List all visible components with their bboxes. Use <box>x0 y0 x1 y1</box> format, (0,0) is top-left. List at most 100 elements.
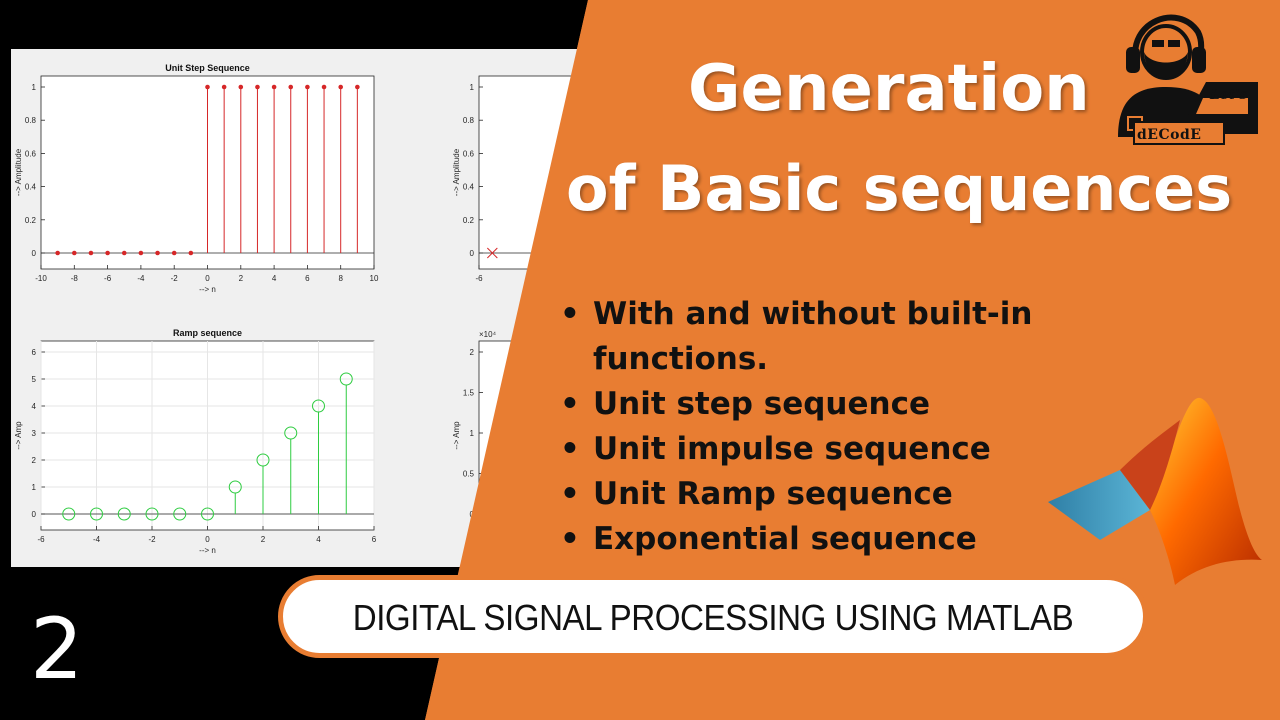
stem-marker <box>221 84 227 90</box>
stem-marker <box>121 250 127 256</box>
stem-marker <box>271 84 277 90</box>
y-tick-label: 4 <box>32 402 37 411</box>
y-tick-label: 0.2 <box>463 216 475 225</box>
stem-marker <box>288 84 294 90</box>
stem-marker <box>155 250 160 256</box>
series-banner: DIGITAL SIGNAL PROCESSING USING MATLAB <box>278 575 1148 658</box>
x-tick-label: -2 <box>148 535 156 544</box>
y-tick-label: 0 <box>470 249 475 258</box>
y-axis-label: --> Amplitude <box>452 148 461 196</box>
stem-marker <box>284 426 298 440</box>
x-tick-label: 4 <box>316 535 321 544</box>
orange-edge <box>425 0 620 720</box>
stem-marker <box>256 453 270 467</box>
x-tick-label: -4 <box>93 535 101 544</box>
stem-marker <box>486 247 498 259</box>
y-tick-label: 0.6 <box>25 149 37 158</box>
stem-marker <box>90 507 103 521</box>
episode-number: 2 <box>30 600 84 698</box>
topic-item: •With and without built-in functions. <box>560 292 1080 382</box>
y-tick-label: 0.2 <box>25 216 37 225</box>
topic-item: •Unit step sequence <box>560 382 1080 427</box>
y-axis-label: --> Amp <box>14 421 23 450</box>
y-tick-label: 0.6 <box>463 149 475 158</box>
title-line-2: of Basic sequences <box>566 152 1233 225</box>
stem-marker <box>171 250 177 256</box>
y-tick-label: 0.4 <box>463 183 475 192</box>
y-tick-label: 6 <box>32 348 37 357</box>
logo-tagline: Let's <box>1210 87 1248 103</box>
x-tick-label: -2 <box>171 274 179 283</box>
stem-marker <box>255 84 260 90</box>
y-tick-label: 0.8 <box>25 116 37 125</box>
x-tick-label: 0 <box>205 535 210 544</box>
stem-marker <box>321 84 327 90</box>
bullet-icon: • <box>560 386 580 422</box>
stem-marker <box>55 250 60 256</box>
topic-item: •Unit Ramp sequence <box>560 472 1080 517</box>
stem-marker <box>117 507 131 521</box>
plot-title: Unit Step Sequence <box>165 63 250 73</box>
y-tick-label: 1 <box>470 429 475 438</box>
x-tick-label: 6 <box>372 535 377 544</box>
x-tick-label: 10 <box>370 274 379 283</box>
decode-logo <box>1118 14 1258 145</box>
x-tick-label: -6 <box>475 274 483 283</box>
x-tick-label: -8 <box>71 274 79 283</box>
stem-marker <box>62 507 76 521</box>
y-tick-label: 1 <box>470 83 475 92</box>
stem-marker <box>72 250 77 256</box>
stem-marker <box>228 480 242 494</box>
bullet-icon: • <box>560 431 580 467</box>
x-tick-label: -6 <box>37 535 45 544</box>
y-tick-label: 1 <box>32 483 37 492</box>
x-tick-label: -4 <box>137 274 145 283</box>
y-exponent-label: ×10⁴ <box>479 330 497 339</box>
x-tick-label: 8 <box>338 274 343 283</box>
stem-marker <box>173 507 187 521</box>
stem-marker <box>338 84 344 90</box>
y-tick-label: 1 <box>32 83 37 92</box>
y-tick-label: 3 <box>32 429 37 438</box>
bullet-icon: • <box>560 521 580 557</box>
stem-marker <box>188 250 194 256</box>
x-tick-label: 2 <box>261 535 266 544</box>
stem-marker <box>355 84 360 90</box>
series-title: DIGITAL SIGNAL PROCESSING USING MATLAB <box>352 597 1074 638</box>
stem-marker <box>312 399 325 413</box>
y-tick-label: 2 <box>470 348 475 357</box>
x-tick-label: -6 <box>104 274 112 283</box>
stem-marker <box>305 84 310 90</box>
y-tick-label: 0.4 <box>25 183 37 192</box>
x-tick-label: 6 <box>305 274 310 283</box>
orange-panel <box>425 0 1280 720</box>
x-tick-label: -10 <box>35 274 47 283</box>
y-tick-label: 0.8 <box>463 116 475 125</box>
y-tick-label: 2 <box>32 456 37 465</box>
plot-title: Ramp sequence <box>173 328 242 338</box>
stem-marker <box>145 507 159 521</box>
y-axis-label: --> Amplitude <box>14 148 23 196</box>
y-tick-label: 0 <box>32 510 37 519</box>
bullet-icon: • <box>560 296 580 332</box>
stem-marker <box>201 507 214 521</box>
stem-marker <box>88 250 94 256</box>
topic-list: •With and without built-in functions. •U… <box>560 292 1080 562</box>
logo-name: dECodE <box>1137 127 1202 143</box>
y-axis-label: --> Amp <box>452 421 461 450</box>
matlab-membrane-logo-icon <box>1048 397 1262 585</box>
topic-item: •Exponential sequence <box>560 517 1080 562</box>
x-tick-label: 0 <box>205 274 210 283</box>
stem-marker <box>138 250 144 256</box>
topic-item: •Unit impulse sequence <box>560 427 1080 472</box>
y-tick-label: 0 <box>32 249 37 258</box>
stem-marker <box>238 84 244 90</box>
x-tick-label: 2 <box>239 274 244 283</box>
title-line-1: Generation <box>688 52 1090 126</box>
x-tick-label: 4 <box>272 274 277 283</box>
y-tick-label: 0.5 <box>463 470 475 479</box>
y-tick-label: 1.5 <box>463 389 475 398</box>
